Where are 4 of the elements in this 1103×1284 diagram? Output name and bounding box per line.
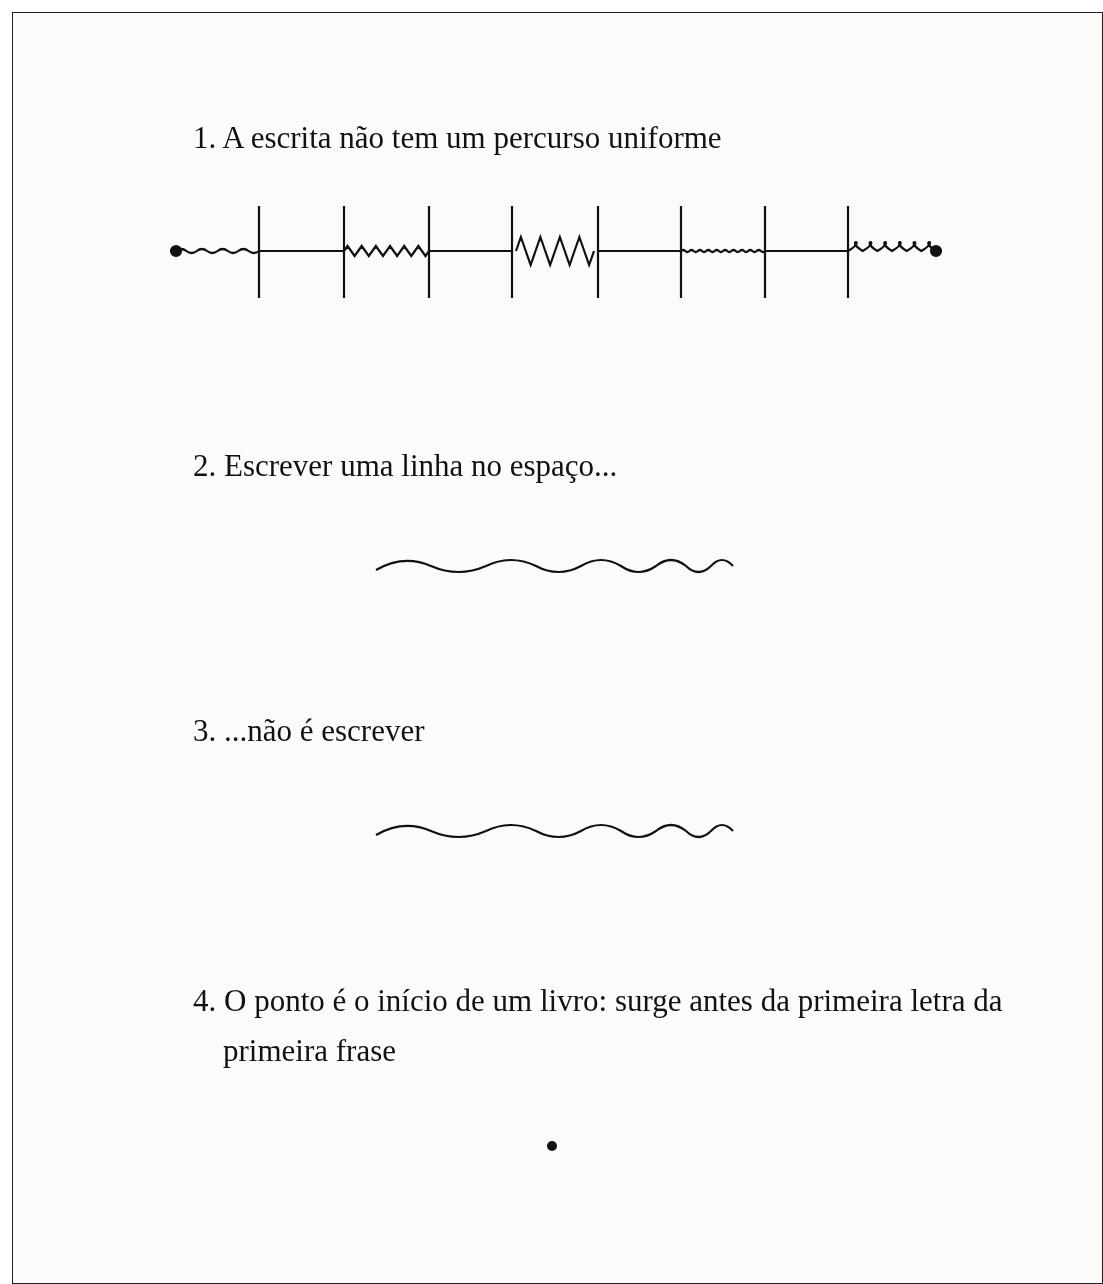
numbered-statement: 3. ...não é escrever	[193, 712, 425, 750]
numbered-statement: 4. O ponto é o início de um livro: surge antes da primeira letra da primeira frase	[193, 982, 1003, 1070]
numbered-statement: 2. Escrever uma linha no espaço...	[193, 447, 618, 485]
numbered-statement: 1. A escrita não tem um percurso uniforme	[193, 119, 722, 157]
